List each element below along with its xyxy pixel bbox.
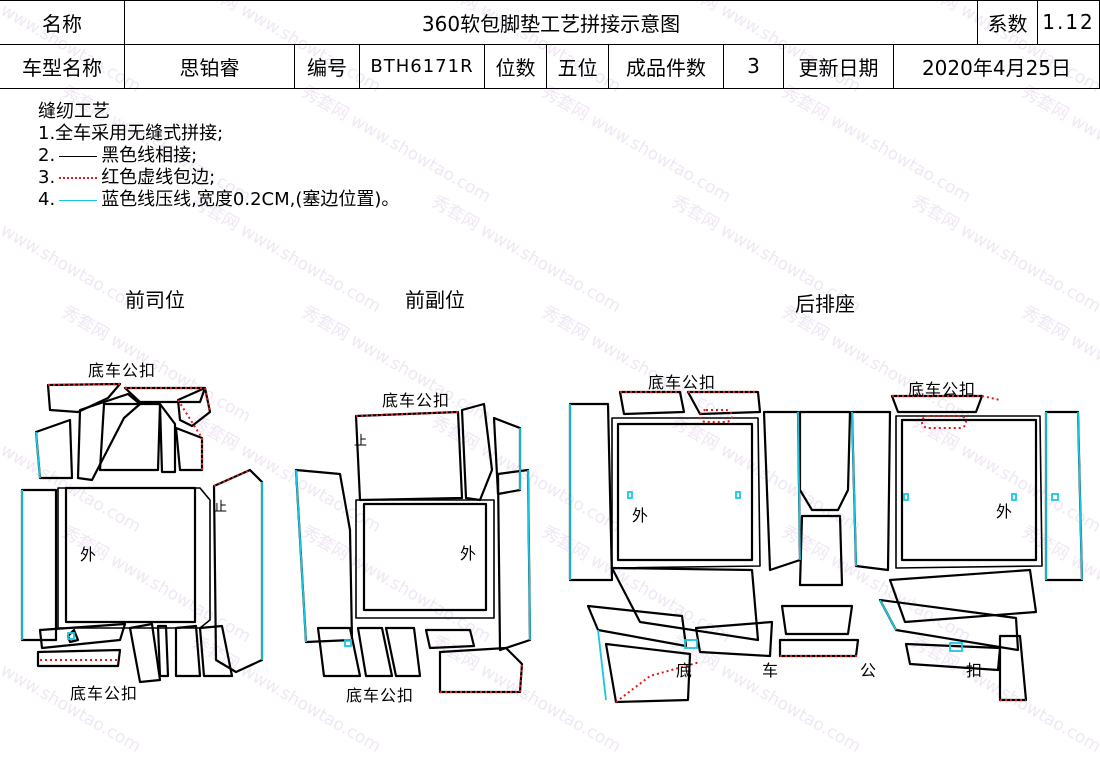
note-4: 4. 蓝色线压线,宽度0.2CM,(塞边位置)。 [38,189,400,210]
update-label: 更新日期 [784,44,894,88]
buckle-label-fp-top: 底车公扣 [382,391,451,410]
rear-seat-mat [568,390,1084,704]
code-label: 编号 [295,44,360,88]
stop-label-fd: 止 [214,500,228,515]
model-label: 车型名称 [0,44,125,88]
black-line-sample [59,155,98,157]
outer-label-fd: 外 [80,545,98,564]
note-1: 1.全车采用无缝式拼接; [38,123,224,144]
buckle-label-fd-top: 底车公扣 [88,361,157,380]
model-value: 思铂睿 [125,44,295,88]
rear-bottom-char-2: 车 [762,661,780,680]
doc-title: 360软包脚垫工艺拼接示意图 [125,0,978,44]
front-passenger-mat [294,402,532,694]
name-label: 名称 [0,0,125,44]
outer-label-rear-right: 外 [996,502,1014,521]
rear-bottom-char-3: 公 [860,661,878,680]
notes-title: 缝纫工艺 [38,101,110,122]
pattern-drawing [20,382,1084,704]
rear-seat-title: 后排座 [795,292,855,316]
coef-label: 系数 [978,0,1038,44]
front-driver-title: 前司位 [125,288,185,312]
seats-value: 五位 [547,44,609,88]
pieces-value: 3 [724,44,784,88]
sewing-notes: 缝纫工艺 1.全车采用无缝式拼接; 2. 黑色线相接; 3. 红色虚线包边; 4… [38,101,399,211]
stop-label-fp: 止 [354,434,368,449]
front-passenger-title: 前副位 [405,288,465,312]
buckle-label-fp-bottom: 底车公扣 [346,686,415,705]
red-dotted-sample [59,177,98,179]
buckle-label-rear-right: 底车公扣 [908,380,977,399]
red-dotted-edges [40,383,1026,703]
front-driver-mat [20,382,264,684]
seats-label: 位数 [485,44,547,88]
pieces-label: 成品件数 [609,44,724,88]
outer-label-rear-left: 外 [632,506,650,525]
cyan-line-sample [59,199,98,201]
note-2: 2. 黑色线相接; [38,145,198,166]
buckle-label-fd-bottom: 底车公扣 [70,684,139,703]
cyan-press-lines [21,404,1083,701]
update-value: 2020年4月25日 [894,44,1100,88]
rear-bottom-char-4: 扣 [966,661,984,680]
buckle-label-rear-left: 底车公扣 [648,373,717,392]
info-table: 名称 360软包脚垫工艺拼接示意图 系数 1.12 车型名称 思铂睿 编号 BT… [0,0,1100,89]
rear-bottom-char-1: 底 [676,661,694,680]
outer-label-fp: 外 [460,544,478,563]
note-3: 3. 红色虚线包边; [38,167,216,188]
code-value: BTH6171R [360,44,485,88]
